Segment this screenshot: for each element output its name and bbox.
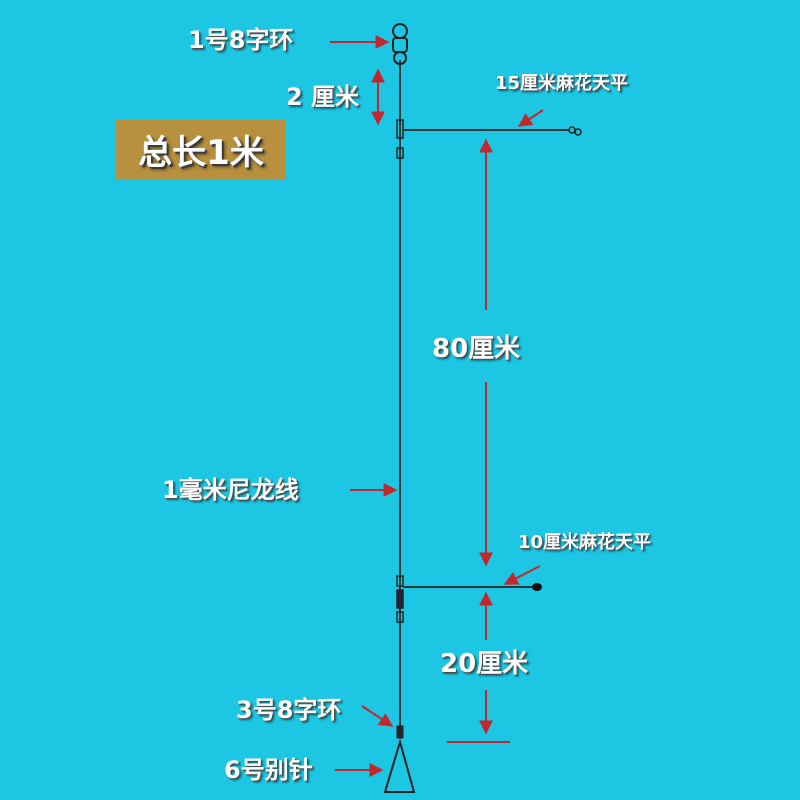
label-gap-2cm: 2 厘米	[286, 83, 360, 111]
total-length-badge: 总长1米	[116, 119, 286, 179]
label-length-20cm: 20厘米	[440, 649, 529, 679]
arrow-balance-10cm	[503, 565, 541, 585]
label-length-80cm: 80厘米	[432, 334, 521, 364]
arrow-bottom-swivel	[361, 705, 394, 727]
bottom-swivel-icon	[396, 725, 404, 739]
lower-connector-icon	[396, 575, 404, 623]
label-top-swivel: 1号8字环	[188, 26, 294, 54]
lower-balance-end-icon	[532, 583, 542, 591]
label-balance-10cm: 10厘米麻花天平	[518, 532, 652, 553]
total-length-label: 总长1米	[138, 132, 264, 173]
label-snap: 6号别针	[224, 756, 313, 784]
arrow-balance-15cm	[517, 109, 544, 127]
label-bottom-swivel: 3号8字环	[236, 696, 342, 724]
snap-icon	[383, 738, 416, 793]
label-balance-15cm: 15厘米麻花天平	[495, 73, 629, 94]
upper-balance-end-icon	[568, 126, 582, 136]
label-nylon-line: 1毫米尼龙线	[162, 476, 299, 504]
top-swivel-icon	[392, 23, 408, 65]
